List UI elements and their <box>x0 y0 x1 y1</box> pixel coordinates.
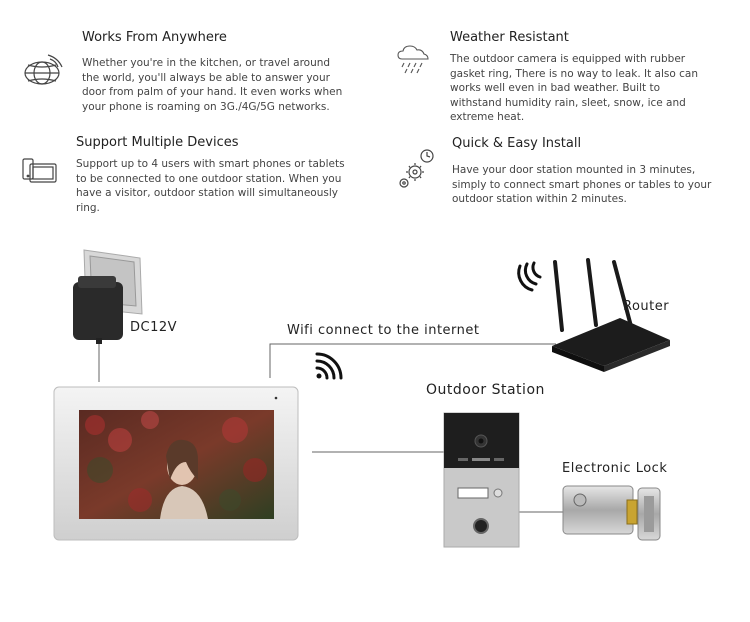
feature-title: Works From Anywhere <box>82 30 227 45</box>
router-label: Router <box>623 299 670 314</box>
electronic-lock-label: Electronic Lock <box>562 461 668 476</box>
feature-title: Weather Resistant <box>450 30 569 45</box>
router-wifi-icon <box>517 261 542 292</box>
feature-description: Whether you're in the kitchen, or travel… <box>82 57 343 113</box>
wifi-label: Wifi connect to the internet <box>287 323 480 338</box>
indoor-monitor <box>53 386 299 541</box>
wifi-signal-icon <box>315 352 343 380</box>
electronic-lock <box>562 485 661 541</box>
power-label: DC12V <box>130 320 178 335</box>
feature-title: Quick & Easy Install <box>452 136 582 151</box>
outdoor-station-label: Outdoor Station <box>426 382 545 398</box>
connection-lines <box>98 340 563 513</box>
feature-title: Support Multiple Devices <box>76 135 239 150</box>
feature-description: Have your door station mounted in 3 minu… <box>452 164 712 206</box>
router <box>552 258 670 372</box>
power-adapter <box>73 249 143 344</box>
feature-description: The outdoor camera is equipped with rubb… <box>450 53 698 124</box>
outdoor-station <box>443 412 520 548</box>
feature-description: Support up to 4 users with smart phones … <box>76 158 345 214</box>
wifi-line <box>269 343 556 378</box>
